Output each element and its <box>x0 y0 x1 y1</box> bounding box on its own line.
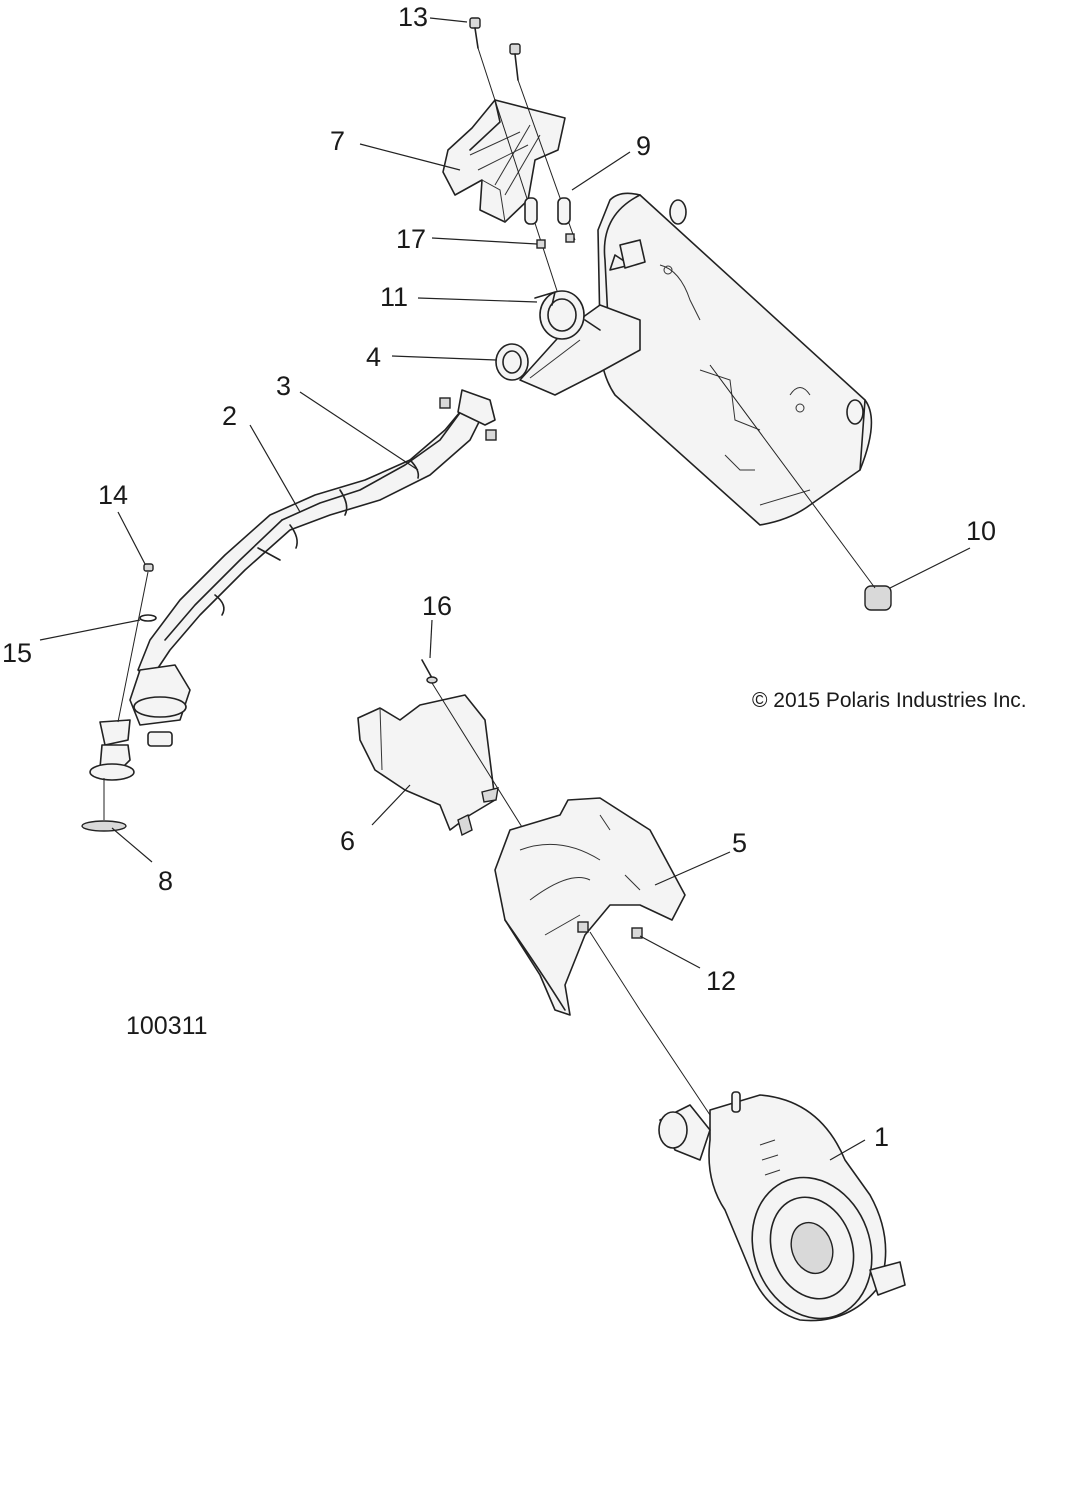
part-8-gasket <box>81 778 127 832</box>
callout-3: 3 <box>276 371 291 401</box>
callout-12: 12 <box>706 966 736 996</box>
part-10-bumper <box>709 364 892 611</box>
callout-1: 1 <box>874 1122 889 1152</box>
drawing-number: 100311 <box>126 1012 208 1040</box>
callout-11: 11 <box>380 282 408 312</box>
upper-muffler-shield <box>519 239 646 396</box>
callout-2: 2 <box>222 401 237 431</box>
callout-13: 13 <box>398 2 428 32</box>
part-9-spacers <box>524 197 571 225</box>
callout-labels: 13 7 9 17 11 4 3 2 14 15 16 10 6 5 12 1 … <box>2 2 996 1152</box>
callout-4: 4 <box>366 342 381 372</box>
callout-6: 6 <box>340 826 355 856</box>
callout-16: 16 <box>422 591 452 621</box>
part-6-heat-shield <box>357 694 499 837</box>
callout-7: 7 <box>330 126 345 156</box>
callout-14: 14 <box>98 480 128 510</box>
part-4-gasket <box>495 343 529 381</box>
part-1-muffler <box>658 1091 906 1322</box>
callout-15: 15 <box>2 638 32 668</box>
part-13-bolts <box>469 17 576 301</box>
leader-lines <box>39 17 971 1161</box>
upper-muffler <box>597 192 873 526</box>
part-17-nuts <box>536 233 575 249</box>
part-2-3-header-pipes <box>137 389 497 681</box>
copyright-notice: © 2015 Polaris Industries Inc. <box>752 689 1027 712</box>
exhaust-inlet-flanges <box>89 664 191 781</box>
callout-8: 8 <box>158 866 173 896</box>
callout-5: 5 <box>732 828 747 858</box>
callout-17: 17 <box>396 224 426 254</box>
part-14-15-spring-washer <box>117 563 157 723</box>
callout-10: 10 <box>966 516 996 546</box>
part-5-muffler-shield <box>494 797 721 1131</box>
part-11-clamp <box>534 290 601 340</box>
callout-9: 9 <box>636 131 651 161</box>
